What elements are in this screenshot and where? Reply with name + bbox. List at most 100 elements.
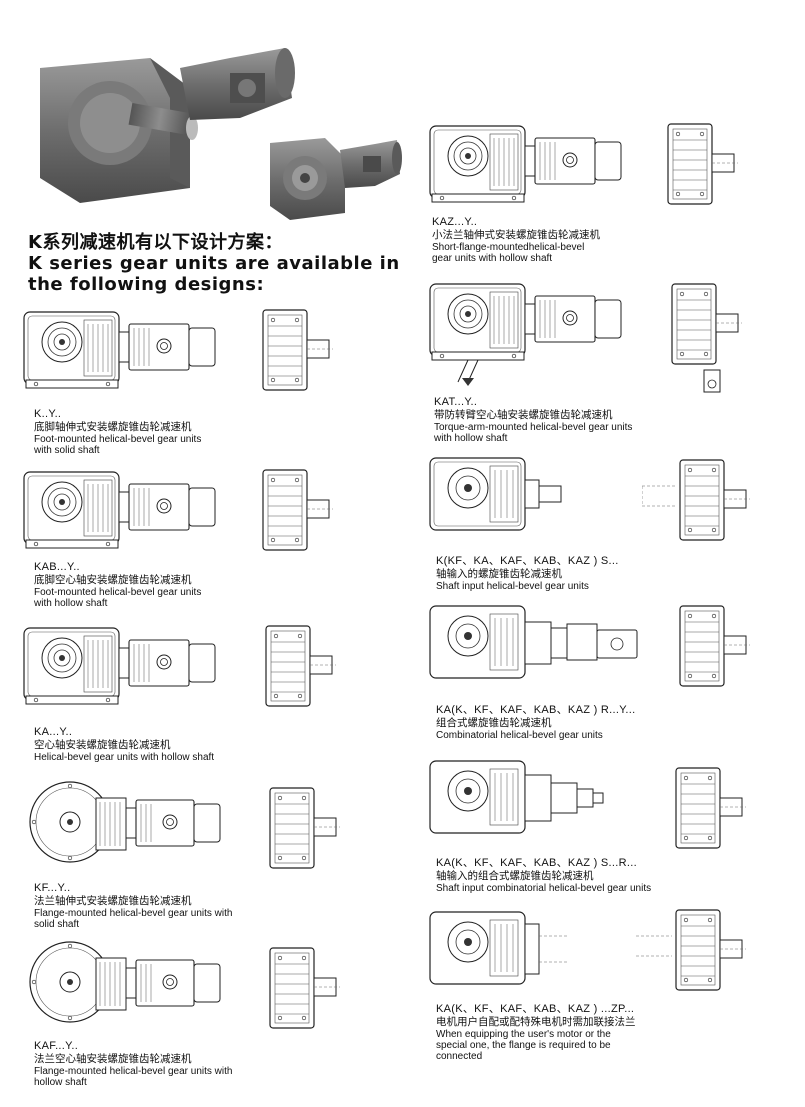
gear-unit-drawing-icon <box>429 283 622 386</box>
unit-kab-y-side-drawing <box>255 466 335 556</box>
unit-code: KA...Y.. <box>34 726 73 738</box>
unit-ka-s-r-caption: KA(K、KF、KAF、KAB、KAZ ) S...R... 轴输入的组合式螺旋… <box>436 857 651 894</box>
unit-cn: 底脚轴伸式安装螺旋锥齿轮减速机 <box>34 421 192 433</box>
gear-unit-side-view-icon <box>671 283 743 393</box>
unit-en: with hollow shaft <box>34 598 108 609</box>
unit-en: Short-flange-mountedhelical-bevel <box>432 242 585 253</box>
unit-kf-y-side-drawing <box>262 784 342 874</box>
heading-en-1: K series gear units are available in <box>28 253 400 274</box>
unit-kf-y-caption: KF...Y.. 法兰轴伸式安装螺旋锥齿轮减速机 Flange-mounted … <box>34 882 232 930</box>
unit-kat-y-caption: KAT...Y.. 带防转臂空心轴安装螺旋锥齿轮减速机 Torque-arm-m… <box>434 396 632 444</box>
unit-code: KAZ...Y.. <box>432 216 478 228</box>
unit-code: KA(K、KF、KAF、KAB、KAZ ) R...Y... <box>436 704 636 716</box>
unit-en: gear units with hollow shaft <box>432 253 553 264</box>
gear-unit-side-view-icon <box>262 784 342 874</box>
gear-unit-drawing-icon <box>429 457 562 531</box>
unit-ka-zp-caption: KA(K、KF、KAF、KAB、KAZ ) ...ZP... 电机用户自配或配特… <box>436 1003 636 1062</box>
heading-en-2: the following designs: <box>28 274 265 295</box>
unit-kab-y-caption: KAB...Y.. 底脚空心轴安装螺旋锥齿轮减速机 Foot-mounted h… <box>34 561 201 609</box>
unit-kaz-y-side-drawing <box>660 120 740 210</box>
unit-en: Helical-bevel gear units with hollow sha… <box>34 752 215 763</box>
unit-cn: 法兰空心轴安装螺旋锥齿轮减速机 <box>34 1053 192 1065</box>
unit-code: KA(K、KF、KAF、KAB、KAZ ) ...ZP... <box>436 1003 635 1015</box>
unit-cn: 组合式螺旋锥齿轮减速机 <box>436 717 552 729</box>
unit-en: with solid shaft <box>34 445 100 456</box>
unit-code: KF...Y.. <box>34 882 71 894</box>
unit-en: solid shaft <box>34 919 80 930</box>
unit-ka-zp-side-drawing <box>636 906 766 996</box>
gear-unit-side-view-icon <box>258 622 338 712</box>
unit-kaf-y-caption: KAF...Y.. 法兰空心轴安装螺旋锥齿轮减速机 Flange-mounted… <box>34 1040 232 1088</box>
unit-code: KAB...Y.. <box>34 561 80 573</box>
unit-code: KAT...Y.. <box>434 396 478 408</box>
gear-unit-side-view-icon <box>668 764 748 854</box>
gear-unit-side-view-icon <box>255 466 335 556</box>
gear-unit-photo-small <box>265 128 405 223</box>
unit-kat-y-front-drawing <box>428 278 628 388</box>
unit-k-s-front-drawing <box>428 452 628 542</box>
unit-kf-y-front-drawing <box>28 780 228 870</box>
unit-cn: 小法兰轴伸式安装螺旋锥齿轮减速机 <box>432 229 600 241</box>
gear-unit-drawing-icon <box>22 622 222 712</box>
unit-kaf-y-front-drawing <box>28 940 228 1030</box>
gear-unit-side-view-icon <box>255 306 335 396</box>
unit-ka-y-front-drawing <box>22 622 222 712</box>
unit-en: special one, the flange is required to b… <box>436 1040 611 1051</box>
unit-cn: 轴输入的螺旋锥齿轮减速机 <box>436 568 562 580</box>
unit-kaf-y-side-drawing <box>262 944 342 1034</box>
unit-en: Torque-arm-mounted helical-bevel gear un… <box>434 422 633 433</box>
unit-cn: 轴输入的组合式螺旋锥齿轮减速机 <box>436 870 594 882</box>
unit-en: Combinatorial helical-bevel gear units <box>436 730 603 741</box>
unit-kat-y-side-drawing <box>664 280 744 400</box>
unit-en: with hollow shaft <box>434 433 508 444</box>
unit-ka-r-y-side-drawing <box>672 602 752 692</box>
unit-code: K..Y.. <box>34 408 62 420</box>
unit-en: When equipping the user's motor or the <box>436 1029 611 1040</box>
gear-unit-drawing-icon <box>428 120 628 210</box>
gear-unit-photo-icon <box>270 138 402 220</box>
unit-kaz-y-caption: KAZ...Y.. 小法兰轴伸式安装螺旋锥齿轮减速机 Short-flange-… <box>432 216 600 264</box>
unit-en: hollow shaft <box>34 1077 87 1088</box>
gear-unit-drawing-icon <box>429 760 604 834</box>
gear-unit-drawing-icon <box>28 780 228 870</box>
unit-cn: 电机用户自配或配特殊电机时需加联接法兰 <box>436 1016 636 1028</box>
unit-cn: 空心轴安装螺旋锥齿轮减速机 <box>34 739 171 751</box>
unit-en: Shaft input helical-bevel gear units <box>436 581 589 592</box>
unit-k-s-side-drawing <box>642 456 772 546</box>
unit-ka-s-r-front-drawing <box>428 755 628 847</box>
gear-unit-side-view-icon <box>660 120 740 210</box>
unit-k-y-caption: K..Y.. 底脚轴伸式安装螺旋锥齿轮减速机 Foot-mounted heli… <box>34 408 201 456</box>
gear-unit-drawing-icon <box>22 306 222 396</box>
gear-unit-drawing-icon <box>22 466 222 556</box>
unit-k-s-caption: K(KF、KA、KAF、KAB、KAZ ) S... 轴输入的螺旋锥齿轮减速机 … <box>436 555 619 592</box>
gear-unit-photo-large <box>30 28 300 208</box>
unit-cn: 底脚空心轴安装螺旋锥齿轮减速机 <box>34 574 192 586</box>
gear-unit-drawing-icon <box>429 605 638 679</box>
unit-en: Foot-mounted helical-bevel gear units <box>34 434 202 445</box>
unit-en: connected <box>436 1051 483 1062</box>
unit-ka-zp-front-drawing <box>428 906 628 998</box>
unit-kab-y-front-drawing <box>22 466 222 556</box>
gear-unit-photo-icon <box>40 48 295 203</box>
gear-unit-drawing-icon <box>429 911 568 985</box>
unit-cn: 法兰轴伸式安装螺旋锥齿轮减速机 <box>34 895 192 907</box>
unit-en: Flange-mounted helical-bevel gear units … <box>34 908 233 919</box>
unit-ka-s-r-side-drawing <box>668 764 748 854</box>
unit-ka-y-side-drawing <box>258 622 338 712</box>
intro-heading: K系列减速机有以下设计方案： K series gear units are a… <box>28 232 400 295</box>
unit-kaz-y-front-drawing <box>428 120 628 210</box>
unit-en: Shaft input combinatorial helical-bevel … <box>436 883 652 894</box>
unit-en: Flange-mounted helical-bevel gear units … <box>34 1066 233 1077</box>
unit-ka-y-caption: KA...Y.. 空心轴安装螺旋锥齿轮减速机 Helical-bevel gea… <box>34 726 214 763</box>
unit-k-y-side-drawing <box>255 306 335 396</box>
unit-code: K(KF、KA、KAF、KAB、KAZ ) S... <box>436 555 619 567</box>
heading-cn: K系列减速机有以下设计方案： <box>28 232 283 253</box>
gear-unit-side-view-icon <box>262 944 342 1034</box>
unit-ka-r-y-front-drawing <box>428 600 658 692</box>
gear-unit-side-view-icon <box>672 602 752 692</box>
gear-unit-side-view-icon <box>636 909 747 991</box>
unit-code: KA(K、KF、KAF、KAB、KAZ ) S...R... <box>436 857 637 869</box>
unit-en: Foot-mounted helical-bevel gear units <box>34 587 202 598</box>
gear-unit-drawing-icon <box>28 940 228 1030</box>
unit-k-y-front-drawing <box>22 306 222 396</box>
